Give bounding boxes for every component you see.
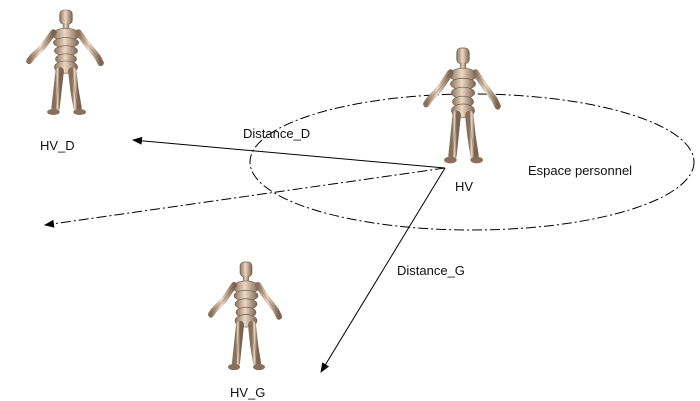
heading-direction-line <box>45 168 445 225</box>
distance-d-arrow <box>133 140 445 168</box>
label-hv-g: HV_G <box>230 385 265 400</box>
hv-d-figure-icon <box>29 10 100 115</box>
label-distance-d: Distance_D <box>243 126 310 141</box>
hv-g-figure-icon <box>211 262 279 370</box>
label-hv-d: HV_D <box>40 138 75 153</box>
hv-figure-icon <box>426 48 497 163</box>
label-distance-g: Distance_G <box>397 263 465 278</box>
label-personal-space: Espace personnel <box>528 163 632 178</box>
label-hv: HV <box>455 179 473 194</box>
